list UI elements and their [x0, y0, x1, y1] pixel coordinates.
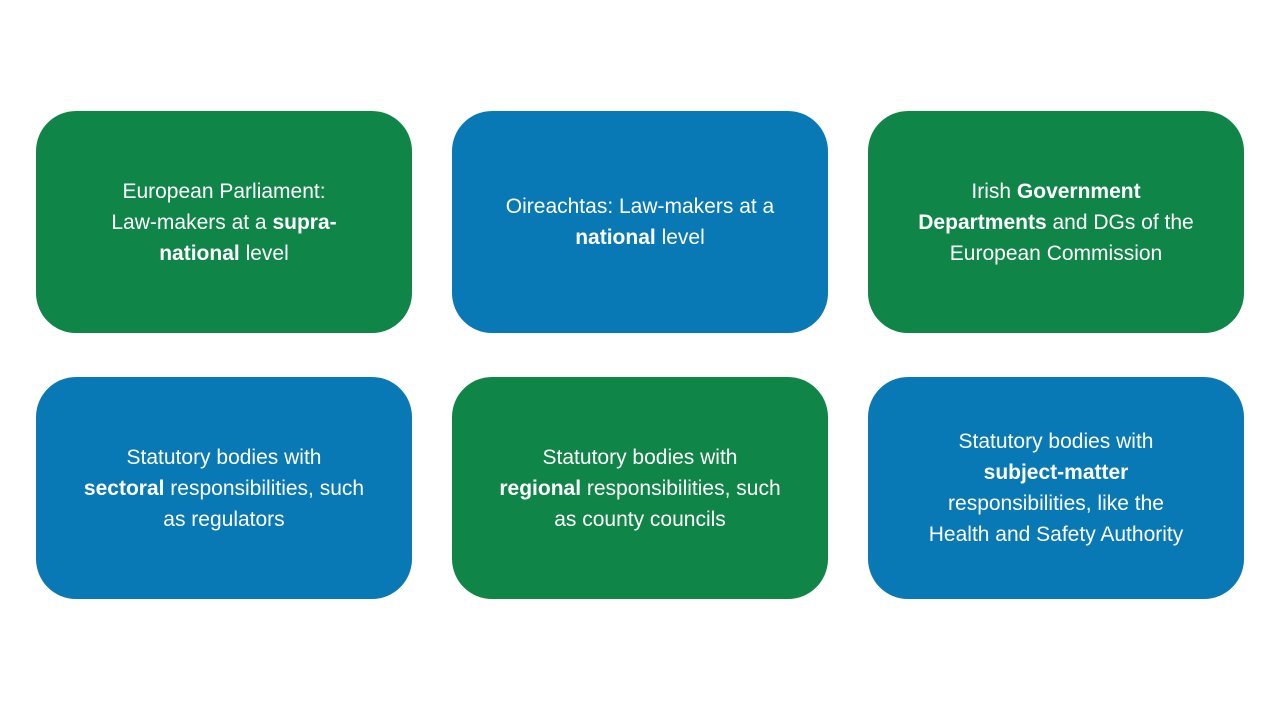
card-text: European Parliament:Law-makers at a supr…: [111, 179, 337, 265]
card-european-parliament: European Parliament:Law-makers at a supr…: [36, 111, 412, 333]
